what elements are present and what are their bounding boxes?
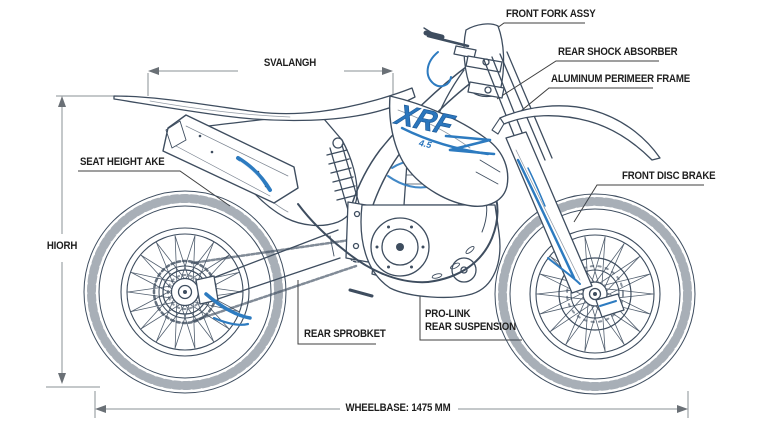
shroud-z-graphic xyxy=(444,134,496,156)
fork-far-tube xyxy=(499,51,553,161)
rear-fender-seat xyxy=(113,87,416,122)
chain-guide-accent-2 xyxy=(212,316,250,326)
dimension-lines xyxy=(46,67,689,418)
fork-accent xyxy=(516,158,576,280)
front-brake-disc xyxy=(558,257,632,331)
chain-guide-accent xyxy=(204,292,252,320)
brake-cable-accent xyxy=(426,51,452,88)
clutch-lever xyxy=(423,27,441,39)
callout-aluminum-frame: ALUMINUM PERIMEER FRAME xyxy=(551,73,690,85)
fork-accent-2 xyxy=(527,167,546,207)
callout-front-disc-brake: FRONT DISC BRAKE xyxy=(622,170,716,182)
pro-link-line2: REAR SUSPENSION xyxy=(425,320,516,333)
brake-line-accent xyxy=(547,257,581,285)
radiator-shroud xyxy=(388,95,509,207)
dimension-label-height: HIORH xyxy=(46,240,78,252)
dimension-label-top-span: SVALANGH xyxy=(263,57,317,69)
muffler-accent xyxy=(236,156,272,192)
front-wheel xyxy=(494,193,696,395)
dimension-label-wheelbase: WHEELBASE: 1475 MM xyxy=(345,402,451,414)
pro-link-line1: PRO-LINK xyxy=(425,308,471,320)
rear-wheel xyxy=(83,190,287,394)
swingarm xyxy=(190,229,366,326)
handlebar xyxy=(423,27,477,88)
triple-clamp xyxy=(465,55,505,99)
callout-front-fork-assy: FRONT FORK ASSY xyxy=(506,8,596,20)
callout-rear-shock-absorber: REAR SHOCK ABSORBER xyxy=(558,46,678,58)
muffler xyxy=(162,114,299,204)
front-fender xyxy=(491,105,661,161)
callout-rear-sprocket: REAR SPROBKET xyxy=(304,328,386,340)
callout-seat-height: SEAT HEIGHT AKE xyxy=(80,156,165,168)
chain-bottom xyxy=(191,264,358,323)
chain-top xyxy=(190,238,352,265)
front-fork xyxy=(483,56,625,318)
footpeg xyxy=(348,288,374,298)
front-brake-caliper xyxy=(595,293,625,318)
